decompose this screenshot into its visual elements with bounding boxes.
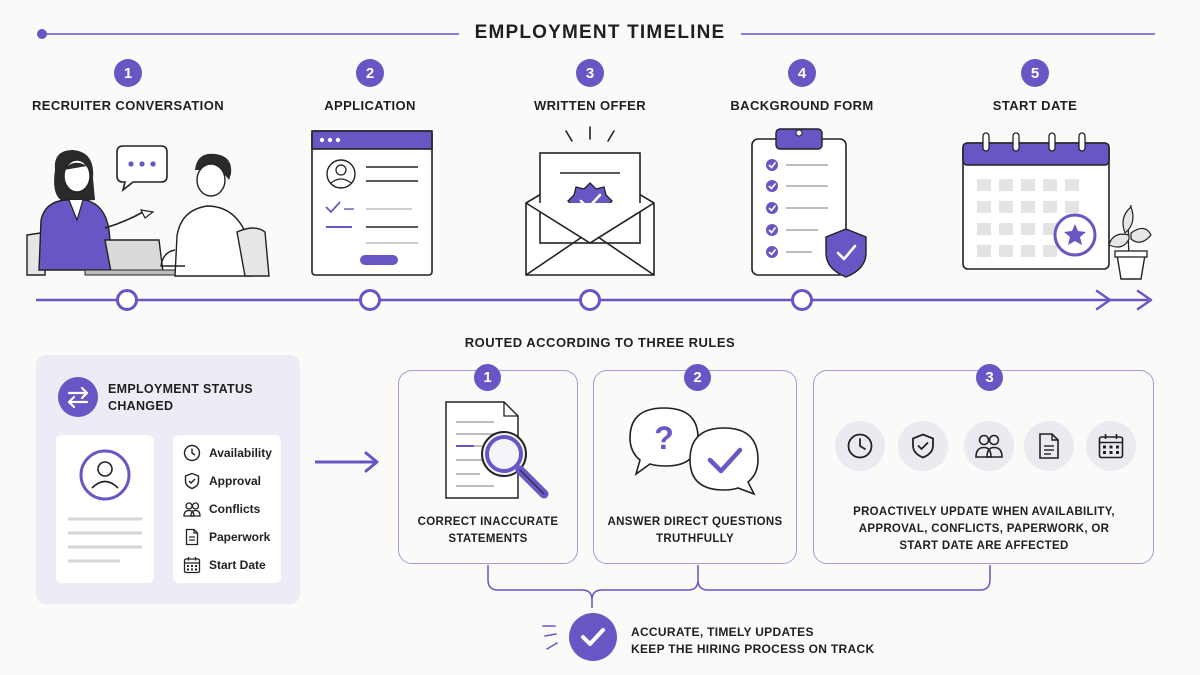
rule-number-3: 3 — [976, 364, 1003, 391]
stage-label-2: APPLICATION — [324, 98, 416, 113]
outcome-text: ACCURATE, TIMELY UPDATES KEEP THE HIRING… — [631, 624, 931, 658]
employee-card — [56, 435, 154, 583]
recruiter-conversation-illustration — [26, 145, 270, 277]
outcome-line-1: ACCURATE, TIMELY UPDATES — [631, 625, 814, 639]
list-item: Start Date — [183, 551, 271, 579]
stage-label-1: RECRUITER CONVERSATION — [31, 98, 224, 113]
swap-arrows-icon — [58, 377, 98, 417]
people-icon — [183, 502, 201, 517]
status-event-list: Availability Approval Conflicts Paperwor… — [173, 435, 281, 583]
status-panel-title: EMPLOYMENT STATUS CHANGED — [108, 382, 253, 413]
stage-number-3: 3 — [576, 59, 604, 87]
event-label: Conflicts — [209, 502, 261, 516]
stage-number-1: 1 — [114, 59, 142, 87]
background-form-illustration — [751, 128, 867, 278]
stage-number-2: 2 — [356, 59, 384, 87]
employee-avatar-icon — [68, 449, 142, 563]
checkmark-icon — [569, 613, 617, 661]
rule-text-3: PROACTIVELY UPDATE WHEN AVAILABILITY, AP… — [853, 506, 1115, 552]
timeline-nodes — [116, 289, 813, 311]
svg-text:?: ? — [654, 420, 674, 456]
calendar-icon — [1086, 421, 1136, 471]
rule-text-2: ANSWER DIRECT QUESTIONS TRUTHFULLY — [607, 516, 783, 545]
people-icon — [964, 421, 1014, 471]
event-label: Start Date — [209, 558, 266, 572]
list-item: Paperwork — [183, 523, 271, 551]
shield-check-icon — [898, 421, 948, 471]
outcome-line-2: KEEP THE HIRING PROCESS ON TRACK — [631, 642, 875, 656]
list-item: Availability — [183, 439, 272, 467]
rule-text-1: CORRECT INACCURATE STATEMENTS — [417, 516, 559, 545]
event-label: Availability — [209, 446, 272, 460]
list-item: Approval — [183, 467, 271, 495]
event-label: Approval — [209, 474, 262, 488]
application-form-illustration — [311, 130, 433, 276]
list-item: Conflicts — [183, 495, 271, 523]
start-date-illustration — [962, 132, 1152, 280]
stage-label-3: WRITTEN OFFER — [533, 98, 647, 113]
shield-check-icon — [184, 472, 200, 490]
written-offer-illustration — [525, 126, 655, 276]
question-answer-bubbles-icon: ? — [629, 407, 759, 496]
stage-number-5: 5 — [1021, 59, 1049, 87]
calendar-icon — [183, 557, 201, 574]
stage-label-5: START DATE — [992, 98, 1078, 113]
status-panel: EMPLOYMENT STATUS CHANGED Availability A… — [36, 355, 300, 604]
section-title: ROUTED ACCORDING TO THREE RULES — [464, 335, 736, 350]
rule-number-1: 1 — [474, 364, 501, 391]
stage-label-4: BACKGROUND FORM — [730, 98, 874, 113]
clock-icon — [835, 421, 885, 471]
document-icon — [185, 528, 199, 546]
rule-number-2: 2 — [684, 364, 711, 391]
clock-icon — [183, 444, 201, 462]
page-title: EMPLOYMENT TIMELINE — [0, 22, 1200, 44]
document-icon — [1024, 421, 1074, 471]
document-magnifier-icon — [445, 401, 549, 499]
stage-number-4: 4 — [788, 59, 816, 87]
event-label: Paperwork — [209, 530, 271, 544]
